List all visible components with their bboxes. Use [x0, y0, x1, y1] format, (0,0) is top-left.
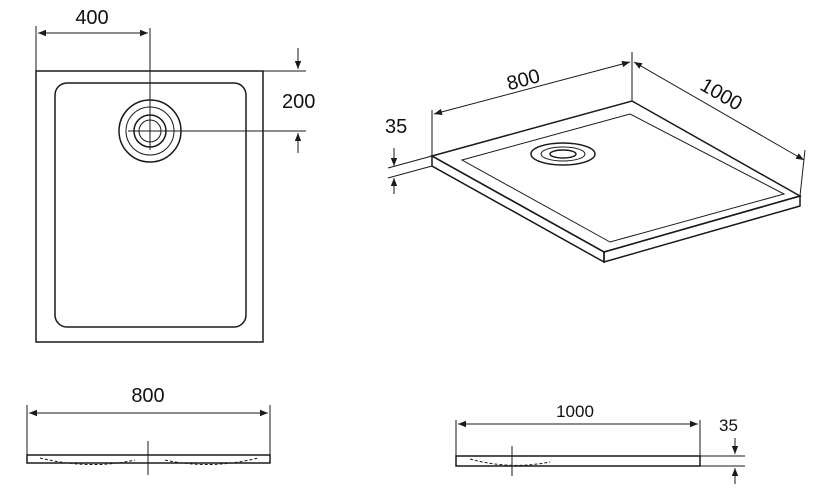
dim-label-front-800: 800 — [131, 385, 164, 407]
dim-label-iso-35: 35 — [385, 116, 407, 138]
iso-front-face — [431, 154, 605, 264]
dim-label-side-35: 35 — [719, 416, 738, 435]
iso-basin — [460, 113, 786, 243]
side-view: 1000 35 — [455, 402, 745, 484]
dim-label-side-1000: 1000 — [556, 402, 594, 421]
dim-line-iso-1000 — [633, 61, 805, 161]
dim-label-iso-1000: 1000 — [696, 74, 746, 115]
iso-drain — [530, 142, 596, 166]
dim-line-iso-800 — [433, 60, 631, 116]
front-view: 800 — [26, 385, 271, 475]
dim-label-400: 400 — [75, 7, 108, 29]
side-profile — [455, 455, 701, 467]
iso-top-surface — [430, 100, 802, 253]
dim-label-200: 200 — [282, 91, 315, 113]
top-view: 400 200 — [35, 7, 315, 343]
isometric-view: 800 1000 35 — [385, 52, 806, 264]
dim-label-iso-800: 800 — [504, 65, 542, 95]
iso-side-face — [603, 195, 801, 263]
